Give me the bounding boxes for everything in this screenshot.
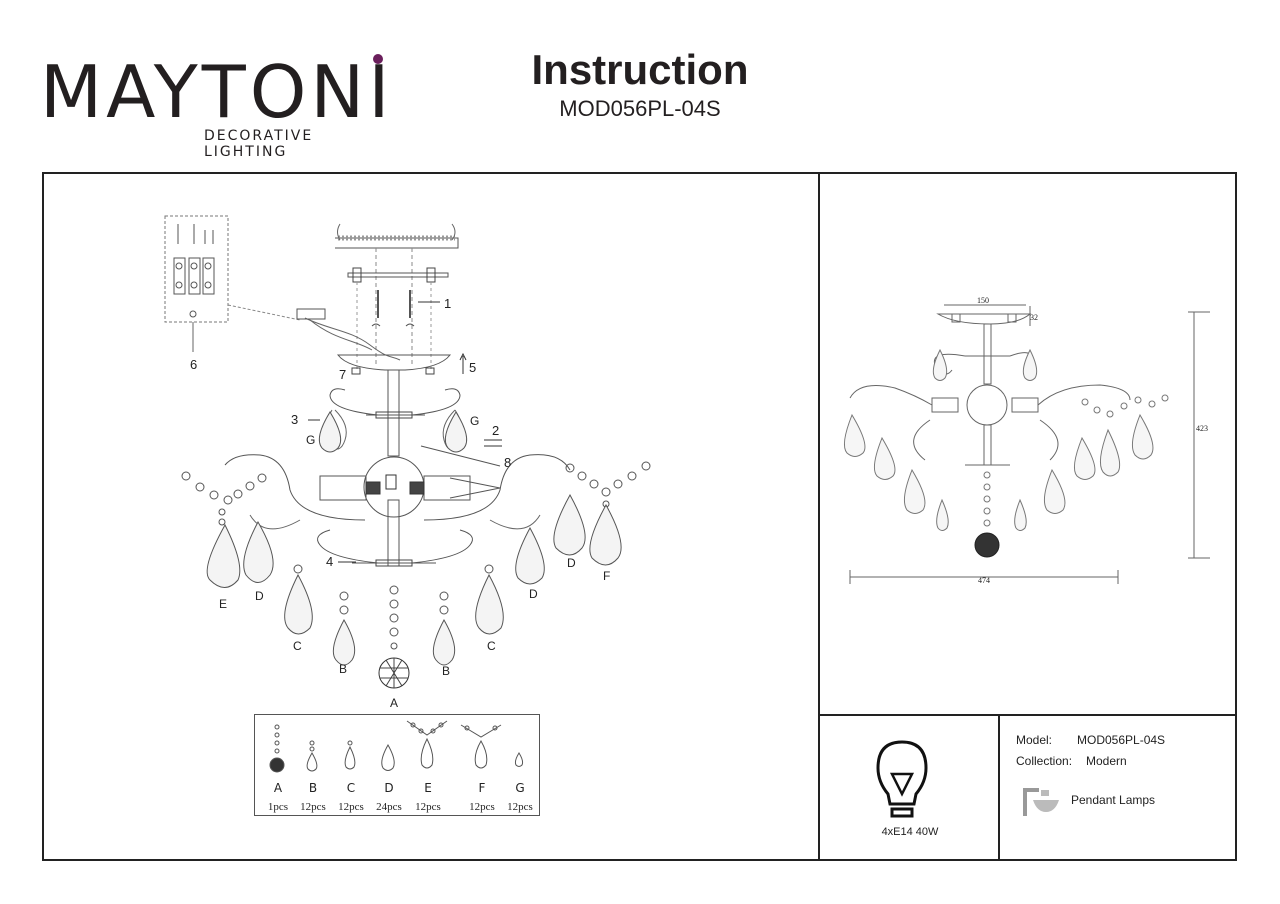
logo-wordmark: MAYTONI xyxy=(40,50,394,134)
dimension-diagram xyxy=(843,304,1210,584)
model-label: Model: xyxy=(1016,733,1053,747)
callout-7: 7 xyxy=(339,367,347,382)
label-g-right: G xyxy=(470,414,480,428)
bulb-spec: 4xE14 40W xyxy=(881,826,939,838)
dim-canopy-height: 32 xyxy=(1030,313,1038,322)
label-d-right: D xyxy=(529,587,538,601)
parts-legend: A B C D E F G 1pcs 12pcs 12pcs 24pcs 12p… xyxy=(254,714,540,816)
part-letter-b: B xyxy=(308,781,318,795)
dim-height: 423 xyxy=(1196,424,1208,433)
part-qty-e: 12pcs xyxy=(415,801,441,813)
part-letter-e: E xyxy=(424,781,432,795)
label-b-left: B xyxy=(339,662,348,676)
part-qty-g: 12pcs xyxy=(507,801,533,813)
divider-horizontal xyxy=(818,714,1237,716)
callout-6: 6 xyxy=(190,357,198,372)
part-qty-d: 24pcs xyxy=(376,801,402,813)
callout-3: 3 xyxy=(291,412,299,427)
label-d-far: D xyxy=(567,556,576,570)
label-g-left: G xyxy=(306,433,316,447)
callout-4: 4 xyxy=(326,554,334,569)
lamp-type: Pendant Lamps xyxy=(1071,793,1156,807)
hardware-parts xyxy=(173,224,215,318)
model-value: MOD056PL-04S xyxy=(1077,733,1166,747)
document-title: Instruction xyxy=(531,46,749,93)
part-letter-c: C xyxy=(346,781,356,795)
pendant-lamp-icon xyxy=(1023,788,1059,816)
callout-2: 2 xyxy=(492,423,500,438)
label-c-left: C xyxy=(293,639,302,653)
bead-drops xyxy=(293,564,494,650)
part-letter-a: A xyxy=(273,781,283,795)
callout-8: 8 xyxy=(504,455,512,470)
bulb-icon xyxy=(876,740,928,818)
part-qty-b: 12pcs xyxy=(300,801,326,813)
parts-illustrations xyxy=(269,720,524,773)
label-e: E xyxy=(219,597,228,611)
bead-chain-left xyxy=(181,471,267,526)
collection-value: Modern xyxy=(1086,754,1127,768)
part-qty-a: 1pcs xyxy=(267,801,289,813)
part-qty-f: 12pcs xyxy=(469,801,495,813)
bead-chain-right xyxy=(565,461,651,508)
instruction-frame xyxy=(42,172,1237,861)
hardware-inset xyxy=(164,215,229,323)
document-model: MOD056PL-04S xyxy=(559,96,721,121)
part-letter-g: G xyxy=(515,781,525,795)
maytoni-logo: MAYTONI DECORATIVE LIGHTING xyxy=(40,50,400,160)
label-b-right: B xyxy=(442,664,451,678)
label-d-left: D xyxy=(255,589,264,603)
crystal-pendants xyxy=(206,411,622,666)
part-qty-c: 12pcs xyxy=(338,801,364,813)
collection-label: Collection: xyxy=(1016,754,1073,768)
logo-tagline: DECORATIVE LIGHTING xyxy=(204,128,314,160)
part-letter-d: D xyxy=(384,781,394,795)
divider-info xyxy=(998,714,1000,861)
callout-5: 5 xyxy=(469,360,477,375)
divider-vertical xyxy=(818,172,820,861)
label-a: A xyxy=(390,696,399,710)
label-f: F xyxy=(603,569,611,583)
dim-canopy: 150 xyxy=(977,296,989,305)
logo-accent-dot xyxy=(373,54,383,64)
dim-width: 474 xyxy=(978,576,990,585)
part-letter-f: F xyxy=(478,781,486,795)
assembly-diagram xyxy=(164,215,651,689)
callout-1: 1 xyxy=(444,296,452,311)
label-c-right: C xyxy=(487,639,496,653)
